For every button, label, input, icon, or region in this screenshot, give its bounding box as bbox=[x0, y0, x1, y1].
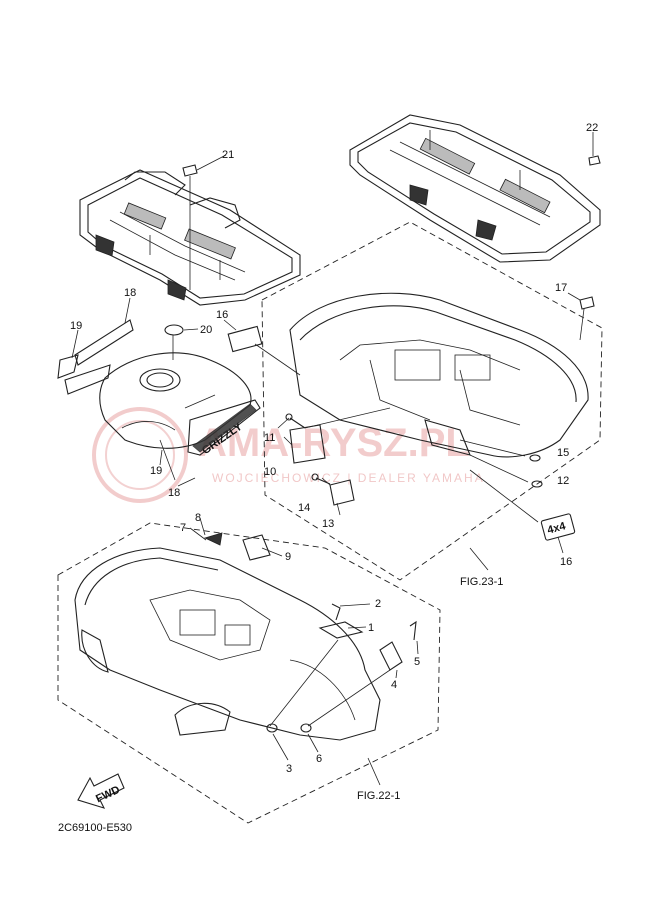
bolt-5 bbox=[409, 620, 417, 641]
decal-22 bbox=[588, 155, 601, 166]
callout-16-top: 16 bbox=[216, 309, 228, 321]
callout-13: 13 bbox=[322, 518, 334, 530]
rear-decal-text: 4x4 bbox=[546, 520, 568, 537]
washer-12 bbox=[531, 480, 543, 488]
watermark-sub: WOJCIECHOWICZ | DEALER YAMAHA bbox=[212, 471, 485, 485]
callout-6: 6 bbox=[316, 753, 322, 765]
decal-4x4 bbox=[540, 513, 576, 541]
front-carrier bbox=[349, 114, 601, 263]
decal-1 bbox=[318, 621, 364, 639]
callout-22: 22 bbox=[586, 122, 598, 134]
callout-19-bottom: 19 bbox=[150, 465, 162, 477]
callout-10: 10 bbox=[264, 466, 276, 478]
cap-20 bbox=[164, 324, 184, 336]
callout-5: 5 bbox=[414, 656, 420, 668]
callout-2: 2 bbox=[375, 598, 381, 610]
fig-ref-front: FIG.22-1 bbox=[357, 790, 400, 802]
front-fender bbox=[74, 547, 381, 741]
callout-15: 15 bbox=[557, 447, 569, 459]
callout-20: 20 bbox=[200, 324, 212, 336]
decal-7 bbox=[203, 532, 223, 546]
callouts: 21 22 18 19 20 16 17 11 10 14 13 15 12 1… bbox=[70, 122, 598, 775]
bolt-11 bbox=[289, 417, 306, 429]
decal-18-top bbox=[74, 319, 134, 366]
decal-19-top bbox=[57, 354, 79, 379]
fig-ref-rear: FIG.23-1 bbox=[460, 576, 503, 588]
callout-9: 9 bbox=[285, 551, 291, 563]
decal-16-rect bbox=[227, 325, 263, 353]
callout-19-top: 19 bbox=[70, 320, 82, 332]
callout-18-bottom: 18 bbox=[168, 487, 180, 499]
leader-lines bbox=[71, 132, 594, 786]
washer-15 bbox=[529, 454, 541, 462]
bolt-2 bbox=[331, 603, 341, 621]
callout-16-bottom: 16 bbox=[560, 556, 572, 568]
callout-1: 1 bbox=[368, 622, 374, 634]
callout-7: 7 bbox=[180, 522, 186, 534]
watermark: AMA-RYSZ.PL WOJCIECHOWICZ | DEALER YAMAH… bbox=[92, 407, 485, 503]
decal-4 bbox=[379, 641, 403, 671]
fwd-label: FWD bbox=[94, 784, 122, 805]
decal-21 bbox=[182, 164, 198, 177]
front-assembly-outline bbox=[57, 522, 441, 824]
callout-8: 8 bbox=[195, 512, 201, 524]
washer-6 bbox=[300, 723, 312, 733]
callout-12: 12 bbox=[557, 475, 569, 487]
callout-4: 4 bbox=[391, 679, 397, 691]
callout-11: 11 bbox=[264, 432, 275, 444]
watermark-logo bbox=[92, 407, 188, 503]
forward-arrow-icon: FWD bbox=[77, 773, 125, 809]
decal-9 bbox=[242, 534, 271, 561]
callout-17: 17 bbox=[555, 282, 567, 294]
rear-carrier bbox=[79, 169, 301, 306]
watermark-main: AMA-RYSZ.PL bbox=[198, 421, 470, 465]
drawing-code: 2C69100-E530 bbox=[58, 822, 132, 834]
callout-21: 21 bbox=[222, 149, 234, 161]
callout-3: 3 bbox=[286, 763, 292, 775]
decal-17 bbox=[579, 296, 595, 310]
plate-13 bbox=[329, 479, 355, 506]
callout-18-top: 18 bbox=[124, 287, 136, 299]
rear-assembly-outline bbox=[261, 221, 603, 581]
callout-14: 14 bbox=[298, 502, 310, 514]
